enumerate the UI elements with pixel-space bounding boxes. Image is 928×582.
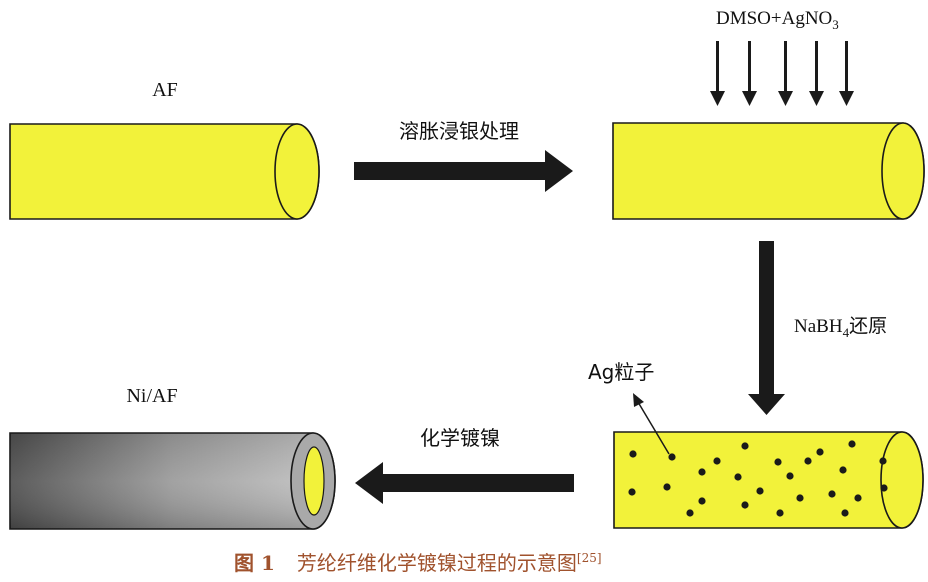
down-arrow-3 (778, 41, 793, 106)
arrow-step2 (748, 241, 785, 415)
ag-fiber (613, 431, 924, 529)
ag-particles (628, 440, 888, 517)
dmso-label: DMSO+AgNO3 (716, 8, 839, 32)
nabh4-label: NaBH4还原 (794, 315, 887, 340)
ag-particle (786, 472, 794, 480)
ni-af-core (303, 446, 325, 516)
down-arrow-2 (742, 41, 757, 106)
treated-fiber-end (881, 122, 925, 220)
ag-particle (839, 466, 847, 474)
ag-particle (713, 457, 721, 465)
ag-particle (686, 509, 694, 517)
af-fiber-end (274, 123, 320, 220)
ni-af-fiber (9, 432, 336, 530)
ag-particle (698, 497, 706, 505)
ag-particle (629, 450, 637, 458)
arrow-step3 (355, 462, 574, 504)
ag-particle (804, 457, 812, 465)
ag-particle (734, 473, 742, 481)
ag-particle (816, 448, 824, 456)
figure-caption: 图 1 芳纶纤维化学镀镍过程的示意图[25] (234, 551, 602, 575)
ag-particle (741, 501, 749, 509)
arrow-step1 (354, 150, 573, 192)
ag-particle (776, 509, 784, 517)
ag-particle (854, 494, 862, 502)
af-label: AF (152, 79, 178, 101)
ag-particle (796, 494, 804, 502)
down-arrow-1 (710, 41, 725, 106)
ag-particle (880, 484, 888, 492)
step1-label: 溶胀浸银处理 (399, 119, 519, 143)
ag-particle (828, 490, 836, 498)
ag-particle (848, 440, 856, 448)
ag-particle (879, 457, 887, 465)
ag-pointer-arrow (633, 393, 670, 455)
ag-particle (841, 509, 849, 517)
af-fiber (9, 123, 320, 220)
ag-particle (663, 483, 671, 491)
dmso-arrows (710, 41, 854, 106)
step3-label: 化学镀镍 (420, 426, 500, 450)
down-arrow-5 (839, 41, 854, 106)
treated-fiber (612, 122, 925, 220)
ag-particle (774, 458, 782, 466)
ag-particle (698, 468, 706, 476)
caption-text: 芳纶纤维化学镀镍过程的示意图 (297, 551, 577, 575)
ag-particle-label: Ag粒子 (588, 360, 654, 384)
ag-particle (668, 453, 676, 461)
ag-particle (741, 442, 749, 450)
caption-reference: [25] (577, 551, 602, 565)
ag-fiber-end (880, 431, 924, 529)
ni-af-label: Ni/AF (126, 385, 177, 407)
figure-number: 图 1 (234, 551, 275, 575)
down-arrow-4 (809, 41, 824, 106)
ag-particle (628, 488, 636, 496)
ag-particle (756, 487, 764, 495)
